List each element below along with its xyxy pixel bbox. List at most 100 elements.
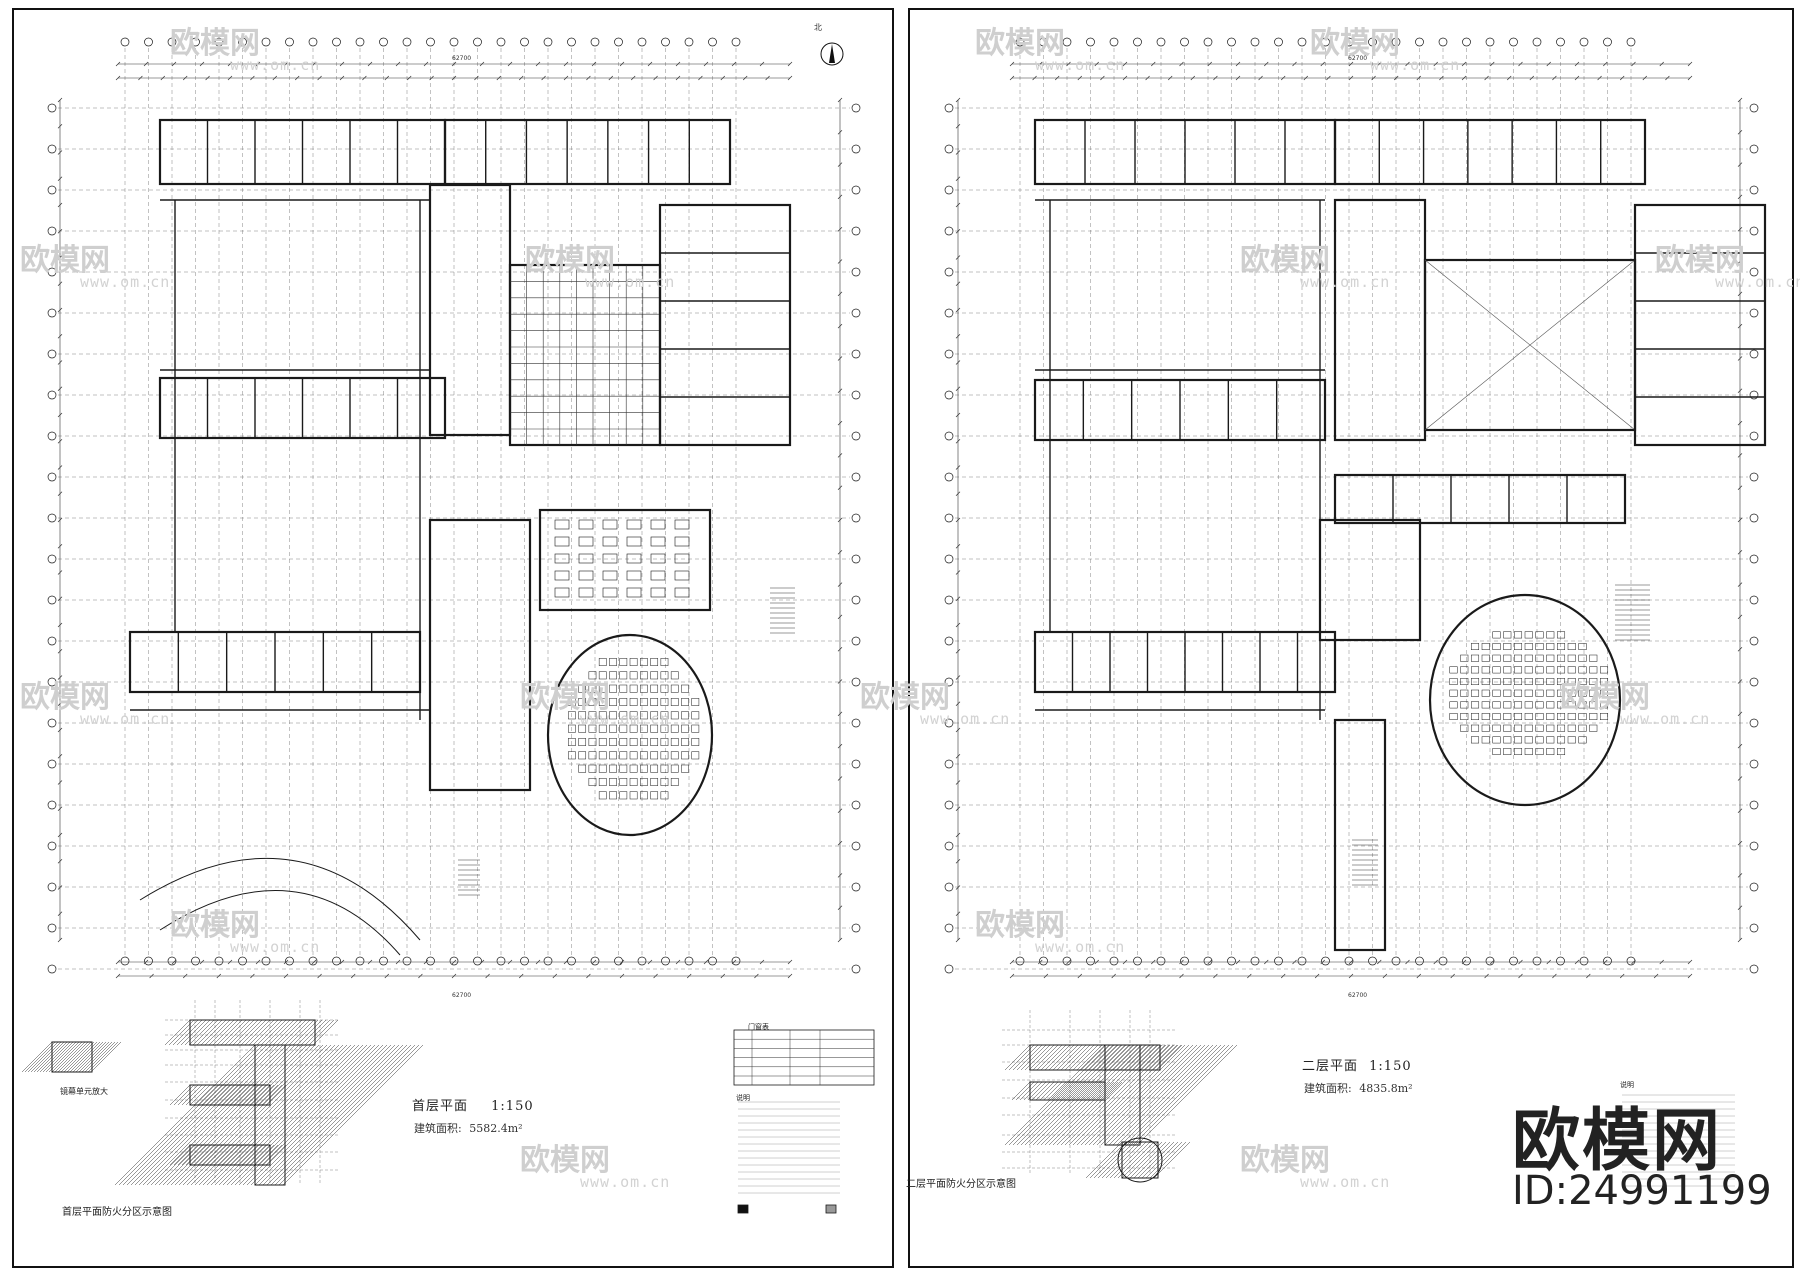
seat [1481,724,1490,732]
seat [619,764,628,773]
fz-hatch-d [169,1144,287,1166]
seat [598,671,607,680]
axis-bubble-top [308,37,318,47]
dim-tick-v [1737,776,1743,781]
hatch-line [27,1041,59,1073]
dim-tick-v [1737,323,1743,329]
seat [619,738,628,746]
dim-tick [1009,61,1015,67]
seat [640,671,648,680]
dim-tick [1529,75,1535,81]
dim-tick-v [955,176,961,181]
axis-bubble-right [851,677,861,687]
seat [619,698,628,706]
dim-tick [1122,61,1128,67]
hatch-line [1148,1044,1175,1071]
hatch-line [1023,1081,1043,1101]
hatch-line [270,1044,412,1186]
axis-bubble-top [1180,37,1189,47]
dim-tick-v [955,386,961,391]
dim-tick-v [955,517,961,523]
sheet-2-fire-zone-title: 二层平面防火分区示意图 [906,1179,1016,1190]
seat [1492,748,1501,755]
sheet-1-atrium [508,263,662,447]
faint-watermark-brand: 欧模网 [975,908,1065,943]
seat [660,658,669,666]
hatch-line [262,1044,404,1186]
axis-bubble-top [191,37,200,47]
hatch-line [1031,1081,1051,1101]
dim-tick [1461,959,1467,965]
axis-bubble-left [47,882,57,892]
axis-bubble-left [944,882,954,892]
seat [691,711,700,720]
seat [1535,654,1544,662]
axis-bubble-left [944,964,954,974]
sheet-1-auditorium-seating [568,658,700,800]
hatch-line [1096,1044,1198,1146]
dim-tick-v [57,176,63,181]
table [554,553,570,564]
hatch-border [189,1084,271,1106]
axis-bubble-right [851,226,861,236]
hatch-line [78,1041,110,1073]
axis-bubble-right [1749,144,1759,154]
dim-tick [1653,973,1659,979]
seat [670,671,679,680]
seat [1492,631,1501,639]
seat [619,671,628,680]
dim-tick [367,61,373,67]
table [602,587,618,598]
dim-tick-v [57,150,63,155]
seat [1503,736,1512,744]
dim-tick [1603,959,1608,965]
table [674,587,690,598]
seat [1514,748,1523,755]
sheet-1-ramp-arc [139,857,421,941]
axis-bubble-top [1133,37,1142,47]
dim-tick [1371,75,1376,81]
seat [640,764,648,773]
seat [640,751,648,760]
dim-tick [199,61,205,67]
sheet-1-central-block [428,183,512,437]
axis-bubble-bottom [590,956,600,966]
dim-tick [759,959,765,965]
hatch-line [258,1044,400,1186]
seat [1524,654,1533,662]
hatch-line [226,1044,368,1186]
hatch-line [241,1084,263,1106]
hatch-line [304,1019,331,1046]
hatch-line [241,1144,263,1166]
dim-tick-v [955,307,961,313]
seat [578,698,587,706]
seat [1557,701,1566,709]
seat [1600,689,1609,697]
seat [640,724,648,733]
dim-tick-v [955,255,961,260]
hatch-line [1112,1044,1214,1146]
dim-tick [384,75,390,81]
faint-watermark-url: www.om.cn [580,710,671,728]
axis-bubble-left [47,103,57,113]
hatch-line [224,1019,251,1046]
hatch-line [1079,1081,1099,1101]
seat [1557,666,1566,674]
dim-tick [1603,61,1608,67]
seat [629,711,638,720]
dim-tick [630,75,636,81]
seat [1514,678,1523,685]
seat [1535,724,1544,732]
hatch-line [193,1144,215,1166]
seat [629,684,638,693]
dim-tick-v [955,806,961,811]
legend-swatch [825,1204,837,1214]
sheet-2-drawing [944,37,1767,1187]
sheet-2-area-value: 4835.8m² [1359,1082,1413,1095]
faint-watermark-url: www.om.cn [1300,1173,1391,1191]
seat [588,778,597,786]
dim-tick [1619,973,1625,979]
axis-bubble-top [614,37,623,47]
seat [588,711,597,720]
axis-bubble-left [47,964,57,974]
